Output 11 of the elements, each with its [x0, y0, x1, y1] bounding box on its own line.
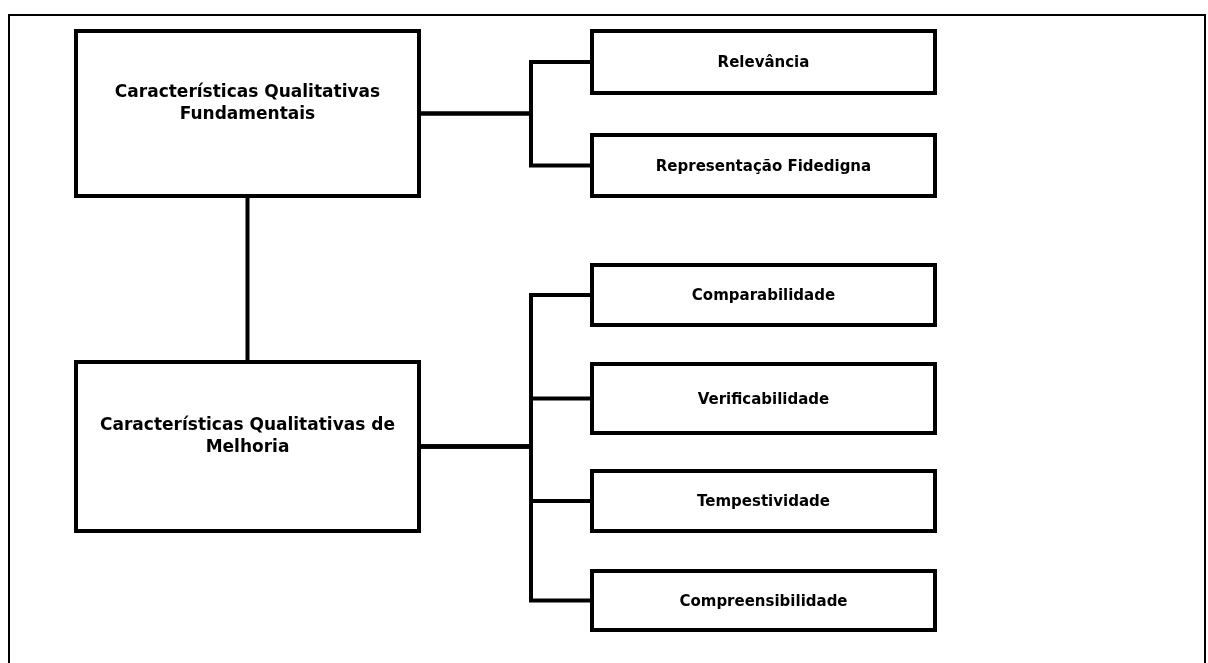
text-box: Representação Fidedigna — [590, 133, 937, 198]
connector-line — [421, 111, 590, 168]
text-box: Características Qualitativas de Melhoria — [74, 360, 421, 533]
text-box: Compreensibilidade — [590, 569, 937, 632]
connector-line — [421, 444, 590, 603]
text-box: Comparabilidade — [590, 263, 937, 327]
text-box: Relevância — [590, 29, 937, 95]
text-box: Características Qualitativas Fundamentais — [74, 29, 421, 198]
text-box: Tempestividade — [590, 469, 937, 533]
connector-line — [245, 198, 250, 360]
text-box: Verificabilidade — [590, 362, 937, 435]
